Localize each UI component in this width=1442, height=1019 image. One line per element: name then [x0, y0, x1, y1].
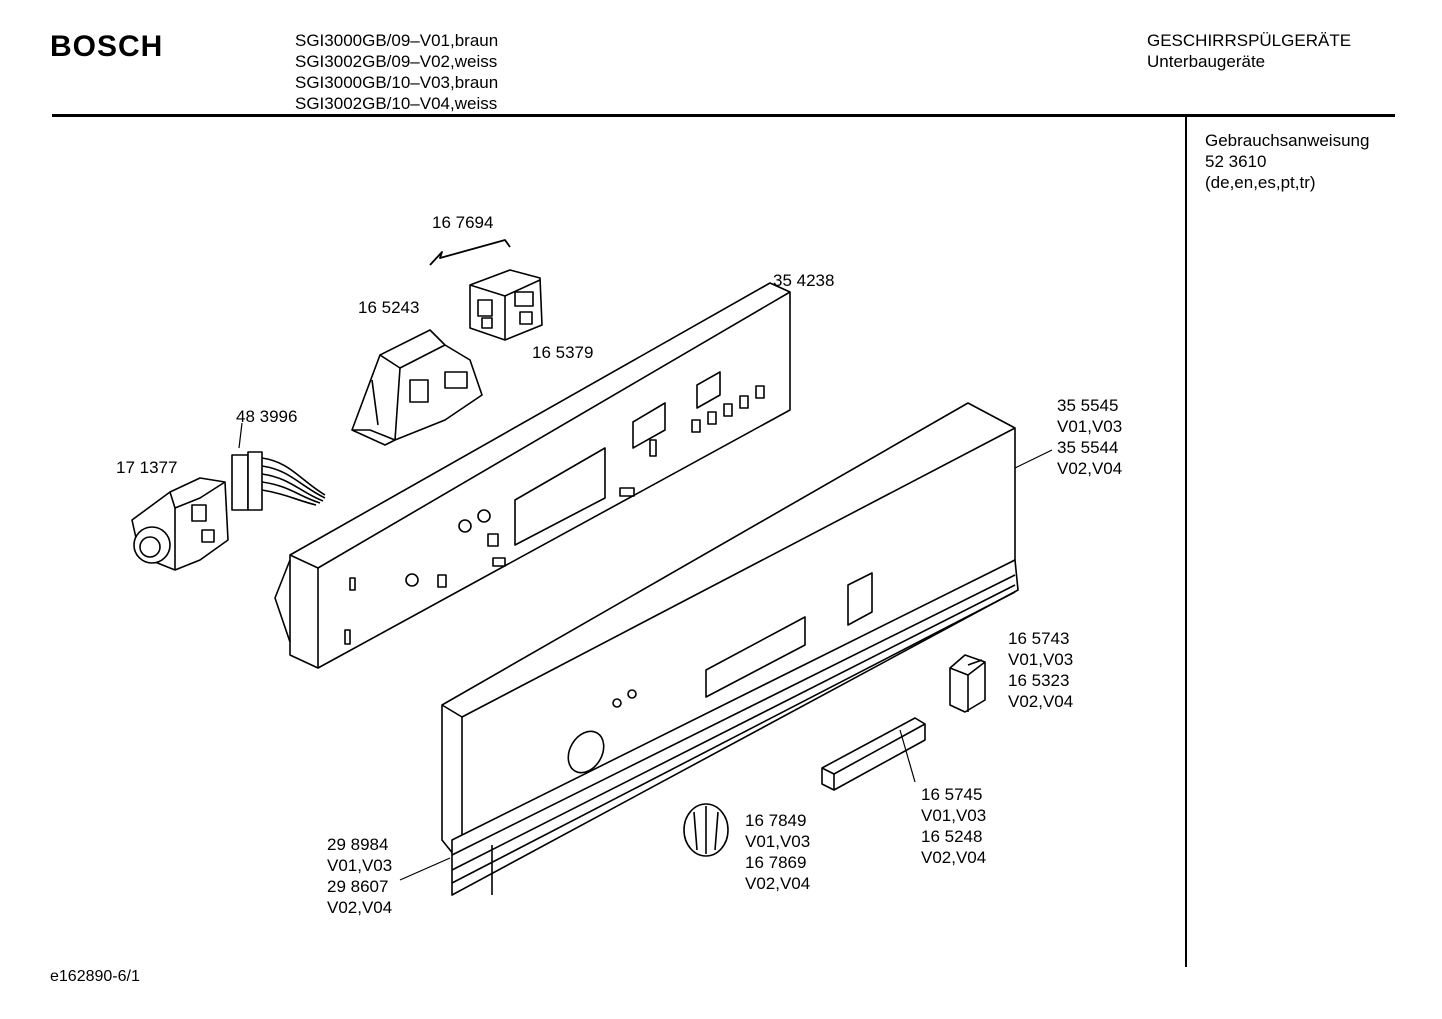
category-subtitle: Unterbaugeräte	[1147, 52, 1266, 71]
manual-languages: (de,en,es,pt,tr)	[1205, 173, 1316, 192]
part-label-16-5379: 16 5379	[532, 342, 593, 363]
variant-code: V01,V03	[745, 832, 811, 851]
variant-code: V02,V04	[1008, 692, 1074, 711]
part-label-16-5243: 16 5243	[358, 297, 419, 318]
part-number: 48 3996	[236, 407, 298, 426]
model-line: SGI3000GB/10–V03,braun	[295, 73, 499, 92]
part-label-16-5745: 16 5745 V01,V03 16 5248 V02,V04	[921, 784, 986, 868]
header-divider	[52, 114, 1395, 117]
part-label-35-4238: 35 4238	[773, 270, 834, 291]
part-number: 29 8607	[327, 877, 389, 896]
part-number: 16 5243	[358, 298, 420, 317]
manual-title: Gebrauchsanweisung	[1205, 131, 1370, 150]
variant-code: V01,V03	[327, 856, 393, 875]
part-number: 16 7869	[745, 853, 807, 872]
variant-code: V02,V04	[327, 898, 393, 917]
leader-lines	[238, 282, 1053, 881]
manual-number: 52 3610	[1205, 152, 1267, 171]
variant-code: V02,V04	[745, 874, 811, 893]
variant-code: V02,V04	[921, 848, 987, 867]
knob-part	[683, 803, 729, 857]
category-title: GESCHIRRSPÜLGERÄTE	[1147, 31, 1352, 50]
part-label-16-7849: 16 7849 V01,V03 16 7869 V02,V04	[745, 810, 810, 894]
variant-code: V01,V03	[1057, 417, 1123, 436]
model-list: SGI3000GB/09–V01,braun SGI3002GB/09–V02,…	[295, 30, 498, 114]
part-label-35-5545: 35 5545 V01,V03 35 5544 V02,V04	[1057, 395, 1122, 479]
bracket-part	[351, 329, 483, 446]
part-number: 16 5248	[921, 827, 983, 846]
part-number: 17 1377	[116, 458, 178, 477]
switch-part	[469, 269, 543, 341]
connector-part	[231, 451, 326, 511]
variant-code: V01,V03	[1008, 650, 1074, 669]
part-label-48-3996: 48 3996	[236, 406, 297, 427]
part-number: 16 5743	[1008, 629, 1070, 648]
part-number: 16 7849	[745, 811, 807, 830]
model-line: SGI3002GB/10–V04,weiss	[295, 94, 498, 113]
spring-wire	[429, 239, 511, 266]
part-number: 35 5545	[1057, 396, 1119, 415]
program-selector-part	[131, 477, 229, 571]
part-number: 16 5745	[921, 785, 983, 804]
brand-logo: BOSCH	[50, 30, 164, 63]
part-label-29-8984: 29 8984 V01,V03 29 8607 V02,V04	[327, 834, 392, 918]
part-number: 35 4238	[773, 271, 835, 290]
part-number: 29 8984	[327, 835, 389, 854]
button-part	[949, 654, 986, 713]
part-number: 16 7694	[432, 213, 494, 232]
model-line: SGI3002GB/09–V02,weiss	[295, 52, 498, 71]
model-line: SGI3000GB/09–V01,braun	[295, 31, 499, 50]
part-label-16-5743: 16 5743 V01,V03 16 5323 V02,V04	[1008, 628, 1073, 712]
sidebar-divider	[1185, 117, 1187, 967]
trim-strip	[451, 559, 1019, 896]
part-number: 35 5544	[1057, 438, 1119, 457]
category-block: GESCHIRRSPÜLGERÄTE Unterbaugeräte	[1147, 30, 1351, 72]
drawing-code: e162890-6/1	[50, 968, 140, 985]
manual-info: Gebrauchsanweisung 52 3610 (de,en,es,pt,…	[1205, 130, 1369, 193]
part-number: 16 5379	[532, 343, 594, 362]
part-label-16-7694: 16 7694	[432, 212, 493, 233]
variant-code: V02,V04	[1057, 459, 1123, 478]
variant-code: V01,V03	[921, 806, 987, 825]
part-label-17-1377: 17 1377	[116, 457, 177, 478]
display-strip	[821, 717, 926, 791]
part-number: 16 5323	[1008, 671, 1070, 690]
